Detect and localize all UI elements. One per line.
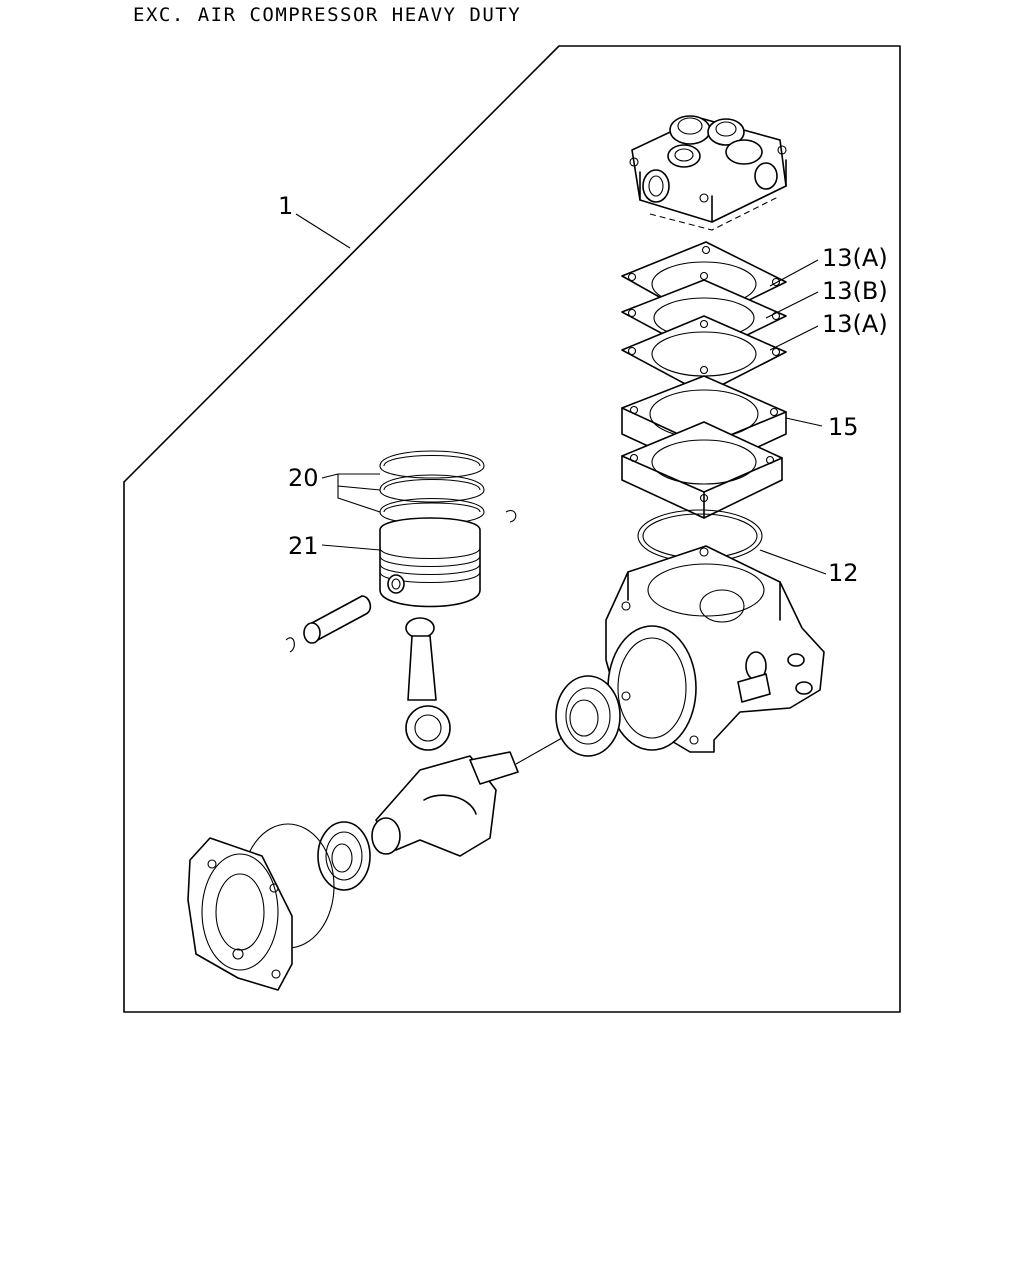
rear-bearing (317, 821, 371, 891)
snap-ring-left (285, 637, 295, 653)
callout-13a-lower: 13(A) (822, 310, 888, 338)
crankshaft (371, 751, 519, 857)
piston-rings-20 (379, 450, 485, 525)
cylinder-head (629, 115, 787, 231)
assembly-frame (123, 45, 901, 1013)
shaft-axis-line (515, 737, 563, 765)
callout-20: 20 (288, 464, 319, 492)
piston-21 (379, 517, 481, 608)
rear-cover (187, 837, 293, 991)
gasket-13a-lower (621, 315, 787, 395)
callout-1: 1 (278, 192, 293, 220)
connecting-rod (405, 617, 451, 751)
piston-pin (303, 595, 372, 644)
callout-15: 15 (828, 413, 859, 441)
spacer-plate-15 (621, 375, 787, 519)
crankcase (605, 545, 825, 753)
diagram-title: EXC. AIR COMPRESSOR HEAVY DUTY (133, 4, 522, 26)
snap-ring-right (505, 510, 517, 523)
leader-lines (295, 213, 827, 575)
callout-21: 21 (288, 532, 319, 560)
front-bearing (555, 675, 621, 757)
callout-13b: 13(B) (822, 277, 888, 305)
callout-12: 12 (828, 559, 859, 587)
callout-13a-upper: 13(A) (822, 244, 888, 272)
